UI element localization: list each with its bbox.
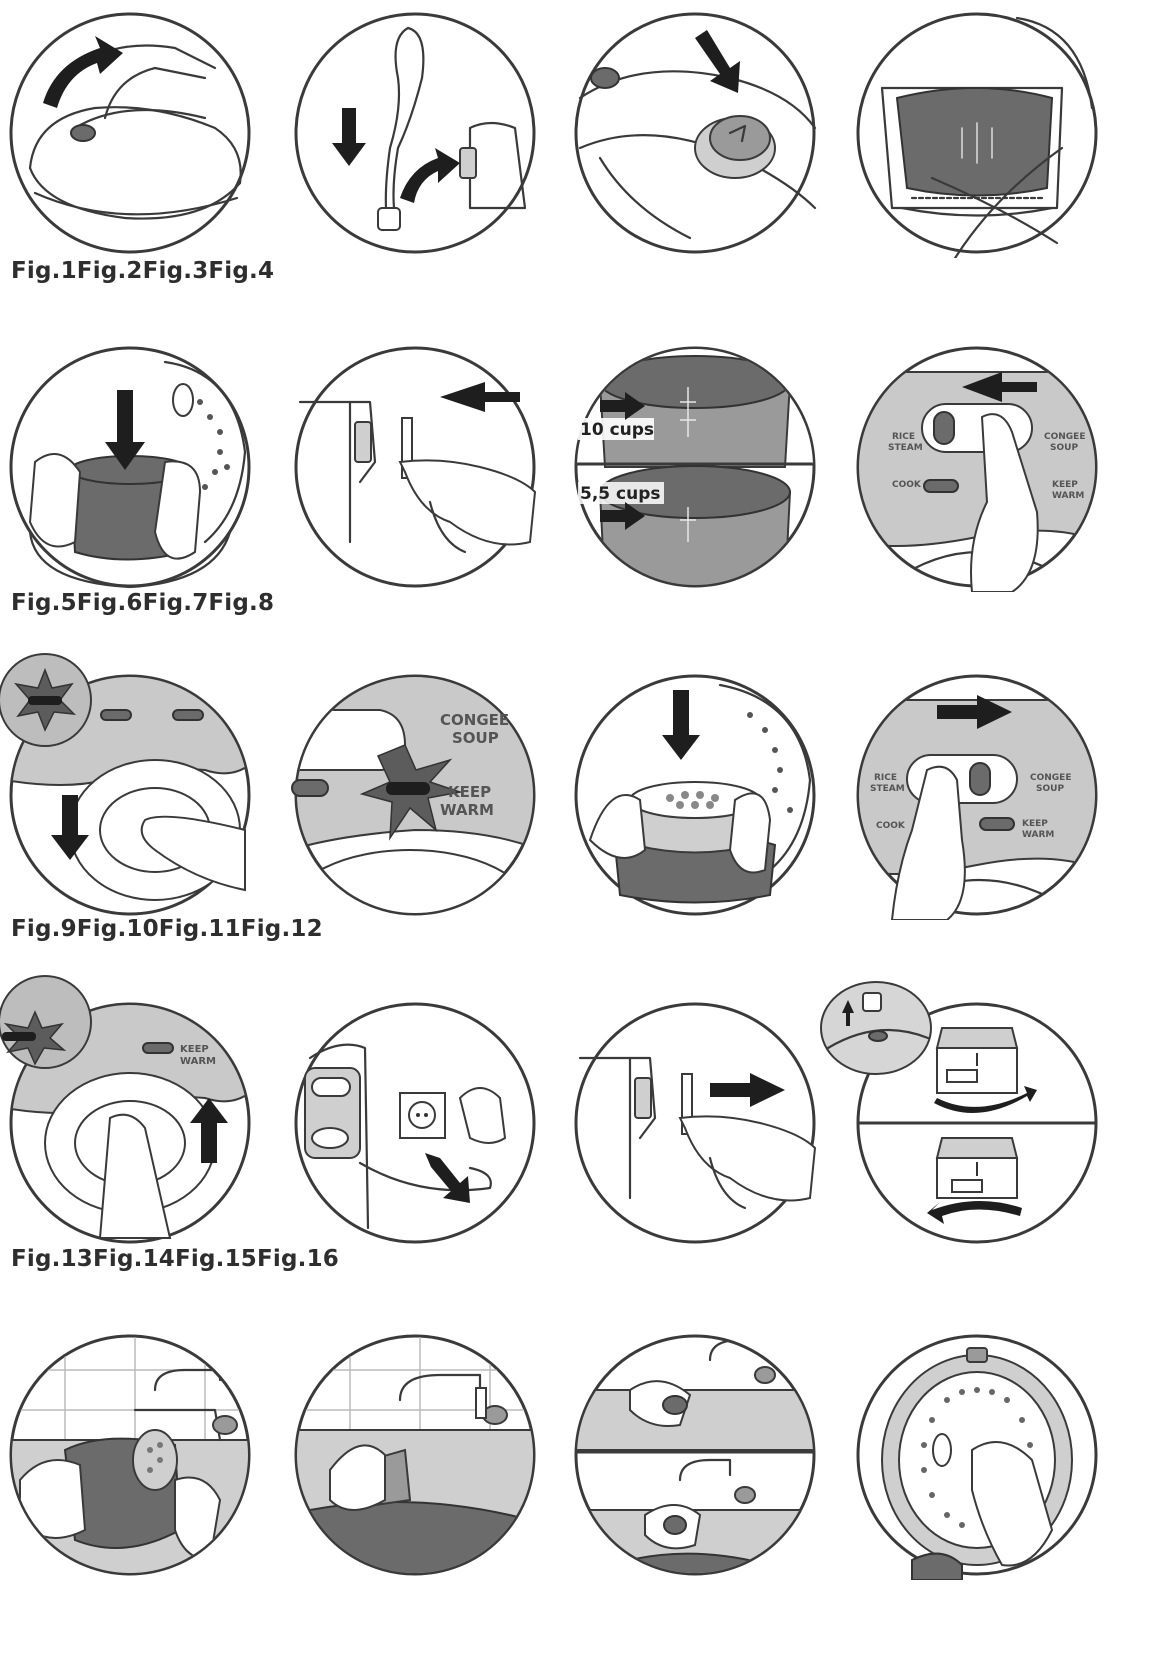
caption-row-1: Fig.1Fig.2Fig.3Fig.4: [11, 258, 275, 284]
fig10-warm-label: WARM: [440, 801, 494, 819]
figure-17: [5, 1330, 255, 1580]
figure-6: [290, 342, 540, 592]
figure-18: [290, 1330, 540, 1580]
fig8-cook-label: COOK: [892, 480, 922, 490]
figure-10: CONGEE SOUP KEEP WARM: [290, 670, 540, 920]
figure-14: [290, 998, 540, 1248]
figure-3: [570, 8, 820, 258]
figure-9-inset: [0, 650, 100, 750]
fig12-soup-label: SOUP: [1036, 784, 1064, 794]
figure-16: [852, 998, 1102, 1248]
fig8-steam-label: STEAM: [888, 443, 923, 453]
fig12-rice-label: RICE: [874, 773, 897, 783]
caption-row-4: Fig.13Fig.14Fig.15Fig.16: [11, 1246, 340, 1272]
fig12-warm-label: WARM: [1022, 830, 1054, 840]
caption-row-2: Fig.5Fig.6Fig.7Fig.8: [11, 590, 275, 616]
figure-20: [852, 1330, 1102, 1580]
fig13-keep-label: KEEP: [180, 1044, 209, 1055]
fig8-rice-label: RICE: [892, 432, 915, 442]
figure-19: [570, 1330, 820, 1580]
fig10-keep-label: KEEP: [448, 783, 491, 801]
fig12-congee-label: CONGEE: [1030, 773, 1071, 783]
figure-12: RICE STEAM CONGEE SOUP COOK KEEP WARM: [852, 670, 1102, 920]
figure-1: [5, 8, 255, 258]
fig8-congee-label: CONGEE: [1044, 432, 1085, 442]
figure-8: RICE STEAM CONGEE SOUP COOK KEEP WARM: [852, 342, 1102, 592]
fig13-warm-label: WARM: [180, 1056, 216, 1067]
fig12-cook-label: COOK: [876, 821, 906, 831]
fig12-steam-label: STEAM: [870, 784, 905, 794]
figure-7: 10 cups 5,5 cups: [570, 342, 820, 592]
caption-row-3: Fig.9Fig.10Fig.11Fig.12: [11, 916, 323, 942]
figure-13-inset: [0, 972, 100, 1072]
fig8-warm-label: WARM: [1052, 491, 1084, 501]
fig8-soup-label: SOUP: [1050, 443, 1078, 453]
figure-2: [290, 8, 540, 258]
fig10-congee-label: CONGEE: [440, 711, 509, 729]
fig12-keep-label: KEEP: [1022, 819, 1048, 829]
fig10-soup-label: SOUP: [452, 729, 499, 747]
figure-5: [5, 342, 255, 592]
figure-11: [570, 670, 820, 920]
figure-16-inset: [818, 978, 936, 1078]
fig8-keep-label: KEEP: [1052, 480, 1078, 490]
figure-4: [852, 8, 1102, 258]
figure-15: [570, 998, 820, 1248]
fig7-label-10-cups: 10 cups: [580, 420, 654, 440]
fig7-label-5-5-cups: 5,5 cups: [580, 484, 661, 504]
